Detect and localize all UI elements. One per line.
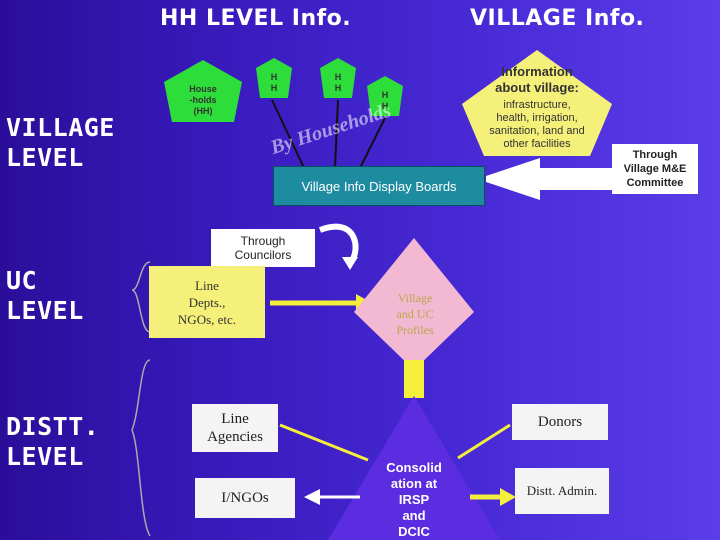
curved-arrow [318, 223, 359, 265]
uc-level-label: UC LEVEL [6, 266, 84, 325]
arrow-hh-to-board-2 [334, 99, 339, 169]
through-village-me-box: Through Village M&E Committee [612, 144, 698, 194]
ingos-box: I/NGOs [195, 478, 295, 518]
arrow-donors [457, 423, 511, 460]
village-level-label: VILLAGE LEVEL [6, 113, 115, 172]
hh-level-header: HH LEVEL Info. [160, 6, 352, 31]
donors-box: Donors [512, 404, 608, 440]
hh-pentagon-1 [256, 58, 292, 98]
consolidation-label: Consolid ation at IRSP and DCIC [386, 460, 442, 539]
consolidation-triangle [328, 396, 500, 540]
households-label: House -holds (HH) [189, 84, 217, 116]
village-info-body: infrastructure, health, irrigation, sani… [489, 99, 585, 150]
big-white-arrow [486, 158, 612, 200]
hh-1-label: H H [270, 72, 278, 93]
village-info-title: Information about village: [495, 64, 579, 95]
hh-3-label: H H [381, 90, 389, 111]
village-uc-profiles-label: Village and UC Profiles [396, 291, 434, 337]
distt-admin-box: Distt. Admin. [515, 468, 609, 514]
arrow-hh-to-board-1 [271, 99, 306, 171]
line-depts-box: Line Depts., NGOs, etc. [149, 266, 265, 338]
through-councilors-box: Through Councilors [211, 229, 315, 267]
village-info-pentagon [462, 50, 612, 156]
profiles-diamond [354, 238, 474, 370]
uc-bracket [131, 261, 151, 333]
arrow-agencies [279, 423, 369, 462]
distt-level-label: DISTT. LEVEL [6, 412, 100, 471]
display-boards-box: Village Info Display Boards [273, 166, 485, 206]
village-info-header: VILLAGE Info. [470, 6, 645, 31]
hh-pentagon-2 [320, 58, 356, 98]
households-pentagon [164, 60, 242, 122]
distt-bracket [131, 359, 151, 537]
line-agencies-box: Line Agencies [192, 404, 278, 452]
hh-2-label: H H [334, 72, 342, 93]
arrow-hh-to-board-3 [359, 117, 386, 169]
hh-pentagon-3 [367, 76, 403, 116]
